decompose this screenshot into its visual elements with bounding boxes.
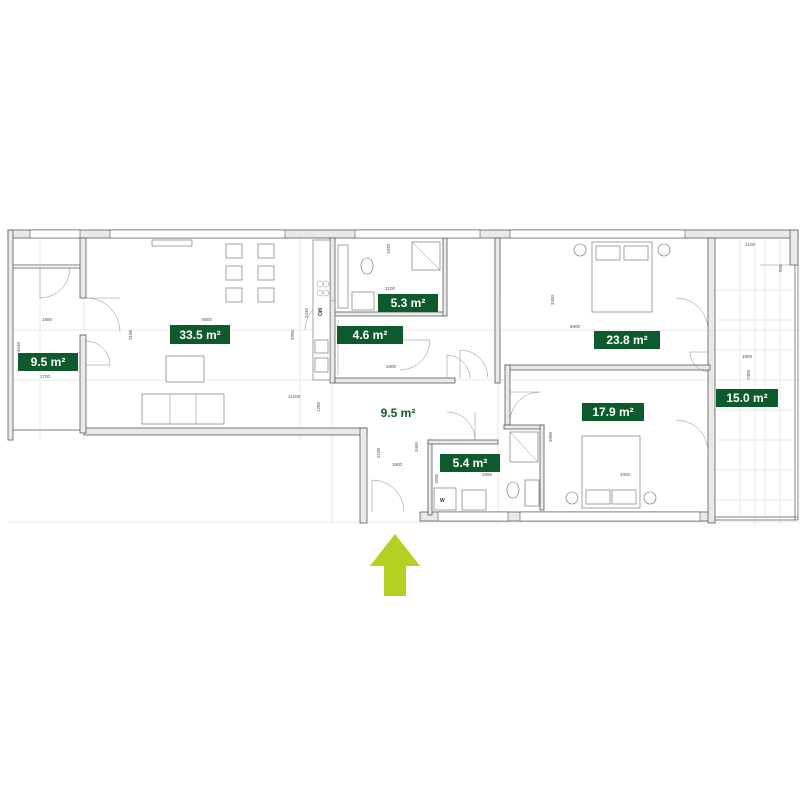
dim-label: 2900 xyxy=(386,364,397,369)
dim-label: 1600 xyxy=(434,473,439,484)
area-label-loggia: 9.5 m² xyxy=(18,353,78,371)
room-area-labels: 9.5 m² 33.5 m² 5.3 m² 4.6 m² 9.5 m² 5.4 … xyxy=(18,294,778,472)
dim-label: 1600 xyxy=(392,462,403,467)
terrace-grid xyxy=(715,240,795,517)
dim-label: 2440 xyxy=(304,307,309,318)
dim-label: 2100 xyxy=(385,286,396,291)
dimension-labels: 2100 1880 1700 4540 6600 3100 4900 11200… xyxy=(16,242,783,484)
dim-label: 900 xyxy=(778,264,783,272)
svg-text:5.4 m²: 5.4 m² xyxy=(453,456,488,470)
dim-label: 1930 xyxy=(386,243,391,254)
dim-label: 1880 xyxy=(42,317,53,322)
area-label-terrace: 15.0 m² xyxy=(716,389,778,407)
svg-text:17.9 m²: 17.9 m² xyxy=(592,405,633,419)
svg-text:9.5 m²: 9.5 m² xyxy=(381,406,416,420)
dim-label: 3400 xyxy=(414,441,419,452)
dim-label: 2100 xyxy=(376,447,381,458)
dim-label: 7400 xyxy=(746,369,751,380)
dim-label: 4540 xyxy=(16,341,21,352)
dim-label: 3400 xyxy=(550,294,555,305)
area-label-wardrobe: 4.6 m² xyxy=(337,326,403,344)
area-label-hall: 9.5 m² xyxy=(381,406,416,420)
dim-label: 4000 xyxy=(620,472,631,477)
svg-text:4.6 m²: 4.6 m² xyxy=(353,328,388,342)
dim-label: 2680 xyxy=(482,472,493,477)
microwave-label: MO xyxy=(316,308,322,316)
svg-text:15.0 m²: 15.0 m² xyxy=(726,391,767,405)
area-label-bedroom-large: 23.8 m² xyxy=(594,331,660,349)
svg-text:5.3 m²: 5.3 m² xyxy=(391,296,426,310)
walls xyxy=(7,229,799,524)
dim-label: 1200 xyxy=(316,401,321,412)
doors xyxy=(39,267,709,513)
area-label-living-kitchen: 33.5 m² xyxy=(170,325,230,344)
dim-label: 6900 xyxy=(570,324,581,329)
construction-lines xyxy=(8,230,800,525)
dim-label: 6600 xyxy=(202,317,213,322)
washer-label: W xyxy=(440,498,445,504)
area-label-bathroom-top: 5.3 m² xyxy=(378,294,438,312)
dim-label: 2100 xyxy=(745,242,756,247)
svg-text:23.8 m²: 23.8 m² xyxy=(606,333,647,347)
svg-text:9.5 m²: 9.5 m² xyxy=(31,355,66,369)
area-label-bathroom-small: 5.4 m² xyxy=(440,454,500,472)
dim-label: 1900 xyxy=(742,354,753,359)
dim-label: 3100 xyxy=(128,329,133,340)
dim-label: 3900 xyxy=(548,431,553,442)
svg-text:33.5 m²: 33.5 m² xyxy=(179,328,220,342)
dim-label: 4900 xyxy=(290,329,295,340)
furniture xyxy=(141,239,671,511)
dim-label: 11200 xyxy=(288,394,301,399)
entrance-arrow-icon xyxy=(370,534,420,596)
area-label-bedroom-small: 17.9 m² xyxy=(582,403,644,421)
dim-label: 1700 xyxy=(40,374,51,379)
